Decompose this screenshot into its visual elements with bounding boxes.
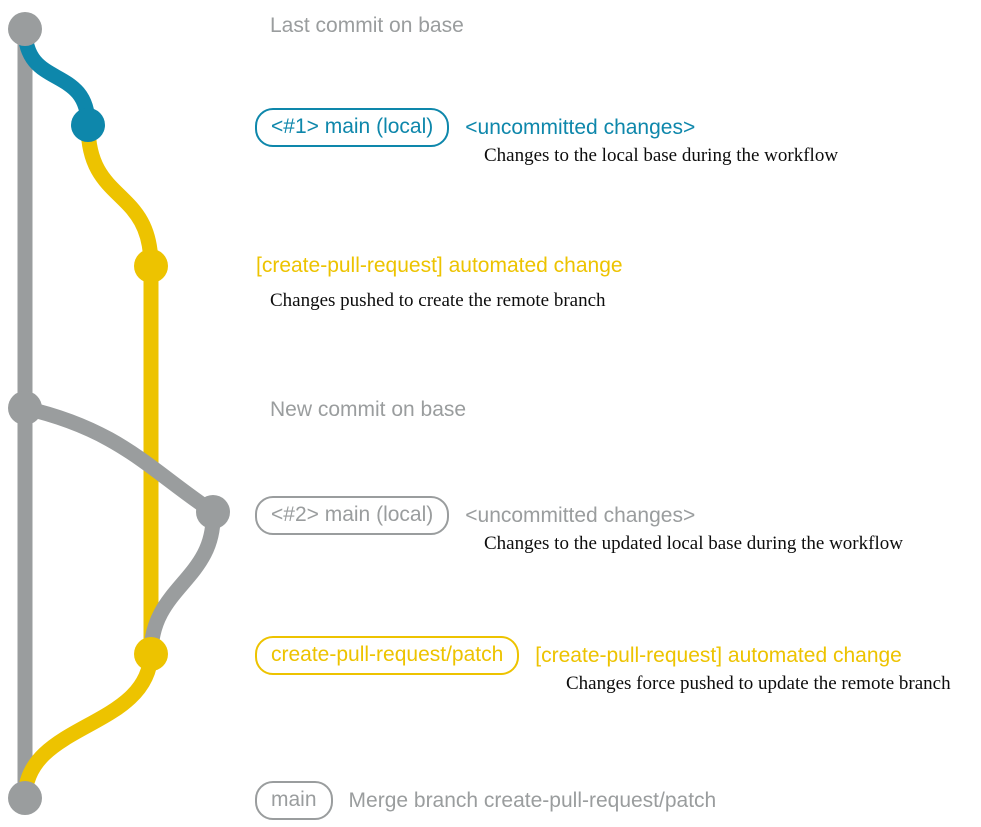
node-base-last bbox=[8, 12, 42, 46]
commit-headline-local-uncommitted-2: <#2> main (local) <uncommitted changes> bbox=[255, 496, 695, 535]
commit-headline-automated-change-update: create-pull-request/patch [create-pull-r… bbox=[255, 636, 902, 675]
node-patch-1 bbox=[134, 249, 168, 283]
commit-description: Changes pushed to create the remote bran… bbox=[270, 290, 606, 311]
commit-headline-local-uncommitted-1: <#1> main (local) <uncommitted changes> bbox=[255, 108, 695, 147]
commit-description: Changes to the local base during the wor… bbox=[484, 145, 839, 166]
commit-headline-new-commit-on-base: New commit on base bbox=[256, 398, 466, 422]
commit-headline-last-commit-on-base: Last commit on base bbox=[256, 14, 464, 38]
edge-local-1-to-patch-1 bbox=[80, 124, 159, 267]
edge-base-new-to-local-2 bbox=[23, 400, 218, 519]
edge-base-to-local-1 bbox=[17, 28, 96, 126]
edge-local-2-to-patch-2 bbox=[143, 511, 221, 655]
branch-ref-pill[interactable]: <#2> main (local) bbox=[255, 496, 450, 535]
commit-subject: Last commit on base bbox=[270, 14, 464, 37]
branch-ref-pill[interactable]: main bbox=[255, 781, 333, 820]
commit-subject: Merge branch create-pull-request/patch bbox=[348, 788, 717, 812]
node-patch-2 bbox=[134, 637, 168, 671]
commit-subject: <uncommitted changes> bbox=[465, 503, 696, 527]
commit-subject: [create-pull-request] automated change bbox=[256, 254, 623, 277]
commit-headline-automated-change-create: [create-pull-request] automated change bbox=[256, 254, 623, 278]
branch-ref-pill[interactable]: <#1> main (local) bbox=[255, 108, 450, 147]
edge-patch-2-to-merge bbox=[17, 653, 159, 799]
commit-subject: <uncommitted changes> bbox=[465, 115, 696, 139]
commit-subject: [create-pull-request] automated change bbox=[535, 643, 902, 667]
commit-description: Changes force pushed to update the remot… bbox=[566, 673, 951, 694]
node-local-2 bbox=[196, 495, 230, 529]
commit-headline-merge-commit: main Merge branch create-pull-request/pa… bbox=[255, 781, 716, 820]
branch-ref-pill[interactable]: create-pull-request/patch bbox=[255, 636, 520, 675]
commit-subject: New commit on base bbox=[270, 398, 467, 421]
commit-description: Changes to the updated local base during… bbox=[484, 533, 903, 554]
node-local-1 bbox=[71, 108, 105, 142]
node-base-merge bbox=[8, 781, 42, 815]
node-base-new bbox=[8, 391, 42, 425]
